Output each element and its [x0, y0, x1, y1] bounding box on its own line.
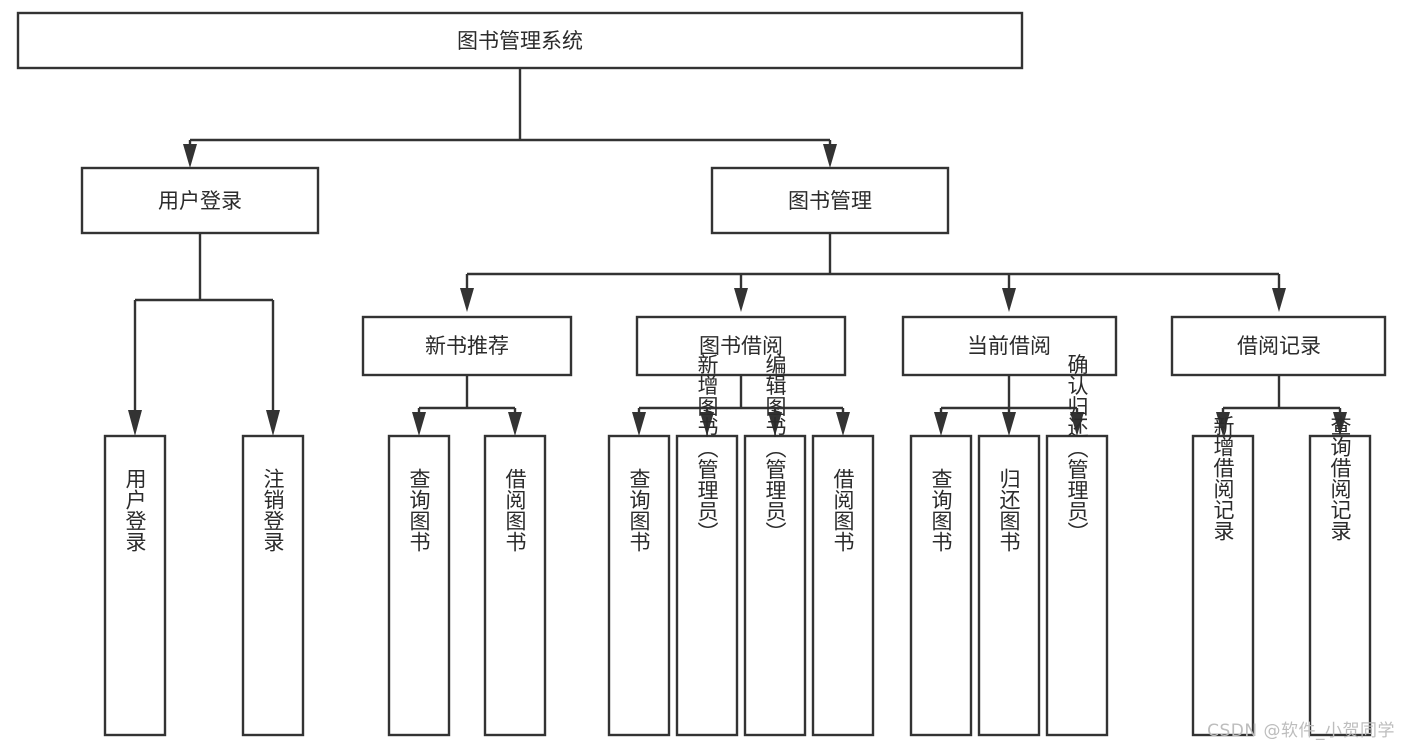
leaf-user-login[interactable]: 用户登录 — [103, 434, 167, 737]
node-book-borrow-label: 图书借阅 — [699, 334, 783, 358]
arrow-record-l1 — [1216, 412, 1230, 436]
node-new-book-recommend[interactable]: 新书推荐 — [361, 315, 573, 377]
node-book-management-box[interactable] — [710, 166, 950, 235]
arrow-current-l3 — [1070, 412, 1084, 436]
node-current-borrow-label: 当前借阅 — [967, 334, 1051, 358]
leaf-query-book-newbook-box[interactable] — [387, 434, 451, 737]
leaf-borrow-book-borrow[interactable]: 借阅图书 — [811, 434, 875, 737]
leaf-return-book[interactable]: 归还图书 — [977, 434, 1041, 737]
node-user-login-box[interactable] — [80, 166, 320, 235]
node-borrow-record-box[interactable] — [1170, 315, 1387, 377]
edges-group — [128, 68, 1347, 436]
arrow-borrow-l3 — [768, 412, 782, 436]
arrow-root-to-bookmgmt — [823, 144, 837, 168]
leaf-query-book-borrow[interactable]: 查询图书 — [607, 434, 671, 737]
arrow-newbook-l2 — [508, 412, 522, 436]
arrow-newbook-l1 — [412, 412, 426, 436]
leaf-query-book-newbook-label: 查询图书 — [407, 468, 431, 552]
leaf-edit-book-admin-label: 编辑图书（管理员） — [763, 354, 787, 543]
arrow-login-leaf1 — [128, 410, 142, 436]
arrow-bm-to-current — [1002, 288, 1016, 312]
arrow-current-l1 — [934, 412, 948, 436]
leaf-borrow-book-newbook[interactable]: 借阅图书 — [483, 434, 547, 737]
node-book-management-label: 图书管理 — [788, 189, 872, 213]
leaf-logout[interactable]: 注销登录 — [241, 434, 305, 737]
leaf-query-book-newbook[interactable]: 查询图书 — [387, 434, 451, 737]
leaf-edit-book-admin[interactable]: 编辑图书（管理员） — [743, 354, 807, 737]
leaf-query-borrow-record-label: 查询借阅记录 — [1328, 415, 1352, 541]
leaf-user-login-label: 用户登录 — [123, 468, 147, 552]
node-borrow-record[interactable]: 借阅记录 — [1170, 315, 1387, 377]
arrow-login-leaf2 — [266, 410, 280, 436]
leaf-add-book-admin-label: 新增图书（管理员） — [695, 354, 719, 543]
leaf-query-book-borrow-box[interactable] — [607, 434, 671, 737]
leaf-confirm-return-admin-label: 确认归还（管理员） — [1065, 354, 1089, 543]
node-book-borrow[interactable]: 图书借阅 — [635, 315, 847, 377]
arrow-borrow-l2 — [700, 412, 714, 436]
arrow-root-to-login — [183, 144, 197, 168]
node-root-box[interactable] — [16, 11, 1024, 70]
leaf-borrow-book-newbook-box[interactable] — [483, 434, 547, 737]
leaf-borrow-book-newbook-label: 借阅图书 — [503, 468, 527, 552]
node-current-borrow[interactable]: 当前借阅 — [901, 315, 1118, 377]
leaf-confirm-return-admin-box[interactable] — [1045, 434, 1109, 737]
leaf-query-book-current[interactable]: 查询图书 — [909, 434, 973, 737]
node-new-book-recommend-box[interactable] — [361, 315, 573, 377]
node-user-login-label: 用户登录 — [158, 189, 242, 213]
node-user-login[interactable]: 用户登录 — [80, 166, 320, 235]
csdn-watermark: CSDN @软件_小贺同学 — [1207, 721, 1395, 741]
arrow-borrow-l1 — [632, 412, 646, 436]
leaf-query-book-borrow-label: 查询图书 — [627, 468, 651, 552]
leaf-confirm-return-admin[interactable]: 确认归还（管理员） — [1045, 354, 1109, 737]
leaf-add-borrow-record-box[interactable] — [1191, 434, 1255, 737]
node-borrow-record-label: 借阅记录 — [1237, 334, 1321, 358]
leaf-add-borrow-record[interactable]: 新增借阅记录 — [1191, 415, 1255, 737]
arrow-current-l2 — [1002, 412, 1016, 436]
leaf-return-book-box[interactable] — [977, 434, 1041, 737]
node-root[interactable]: 图书管理系统 — [16, 11, 1024, 70]
node-book-borrow-box[interactable] — [635, 315, 847, 377]
arrow-bm-to-newbook — [460, 288, 474, 312]
node-new-book-recommend-label: 新书推荐 — [425, 334, 509, 358]
leaf-add-borrow-record-label: 新增借阅记录 — [1211, 415, 1235, 541]
arrow-record-l2 — [1333, 412, 1347, 436]
node-root-label: 图书管理系统 — [457, 29, 583, 53]
leaf-add-book-admin-box[interactable] — [675, 434, 739, 737]
leaf-return-book-label: 归还图书 — [997, 468, 1021, 552]
leaf-user-login-box[interactable] — [103, 434, 167, 737]
arrow-borrow-l4 — [836, 412, 850, 436]
leaf-query-borrow-record[interactable]: 查询借阅记录 — [1308, 415, 1372, 737]
node-current-borrow-box[interactable] — [901, 315, 1118, 377]
node-book-management[interactable]: 图书管理 — [710, 166, 950, 235]
leaf-logout-label: 注销登录 — [261, 468, 285, 552]
leaf-query-book-current-label: 查询图书 — [929, 468, 953, 552]
leaf-logout-box[interactable] — [241, 434, 305, 737]
leaf-edit-book-admin-box[interactable] — [743, 434, 807, 737]
arrow-bm-to-borrow — [734, 288, 748, 312]
leaf-query-borrow-record-box[interactable] — [1308, 434, 1372, 737]
arrow-bm-to-record — [1272, 288, 1286, 312]
leaf-borrow-book-borrow-label: 借阅图书 — [831, 468, 855, 552]
leaf-add-book-admin[interactable]: 新增图书（管理员） — [675, 354, 739, 737]
leaf-borrow-book-borrow-box[interactable] — [811, 434, 875, 737]
leaf-query-book-current-box[interactable] — [909, 434, 973, 737]
